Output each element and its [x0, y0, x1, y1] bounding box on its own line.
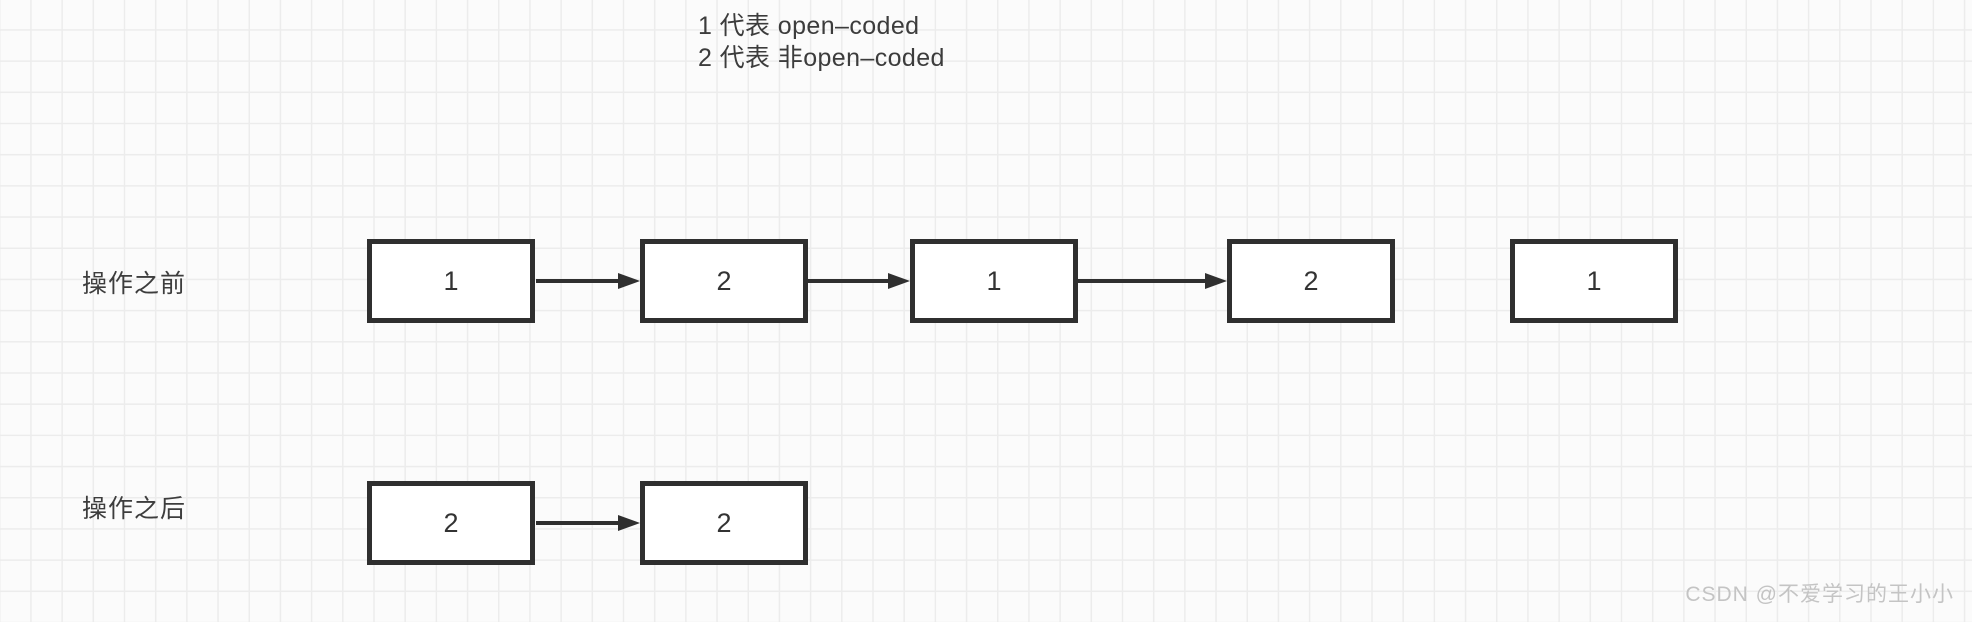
node-value: 1 [1586, 265, 1602, 296]
node-value: 2 [716, 265, 732, 296]
node-box: 2 [640, 481, 808, 565]
node-box: 1 [1510, 239, 1678, 323]
row-label-after: 操作之后 [82, 495, 187, 523]
node-box: 2 [367, 481, 535, 565]
legend-line-1: 1 代表 open–coded [698, 12, 920, 40]
arrow-connector [1077, 271, 1227, 291]
node-value: 1 [443, 265, 459, 296]
node-box: 1 [910, 239, 1078, 323]
legend-line-2: 2 代表 非open–coded [698, 44, 945, 72]
arrow-connector [536, 513, 640, 533]
legend: 1 代表 open–coded 2 代表 非open–coded [698, 10, 945, 74]
arrow-connector [806, 271, 910, 291]
node-box: 2 [1227, 239, 1395, 323]
node-box: 1 [367, 239, 535, 323]
node-value: 2 [716, 507, 732, 538]
node-value: 2 [1303, 265, 1319, 296]
row-label-before: 操作之前 [82, 270, 187, 298]
arrow-connector [536, 271, 640, 291]
node-box: 2 [640, 239, 808, 323]
watermark: CSDN @不爱学习的王小小 [1685, 583, 1954, 606]
node-value: 1 [986, 265, 1002, 296]
node-value: 2 [443, 507, 459, 538]
